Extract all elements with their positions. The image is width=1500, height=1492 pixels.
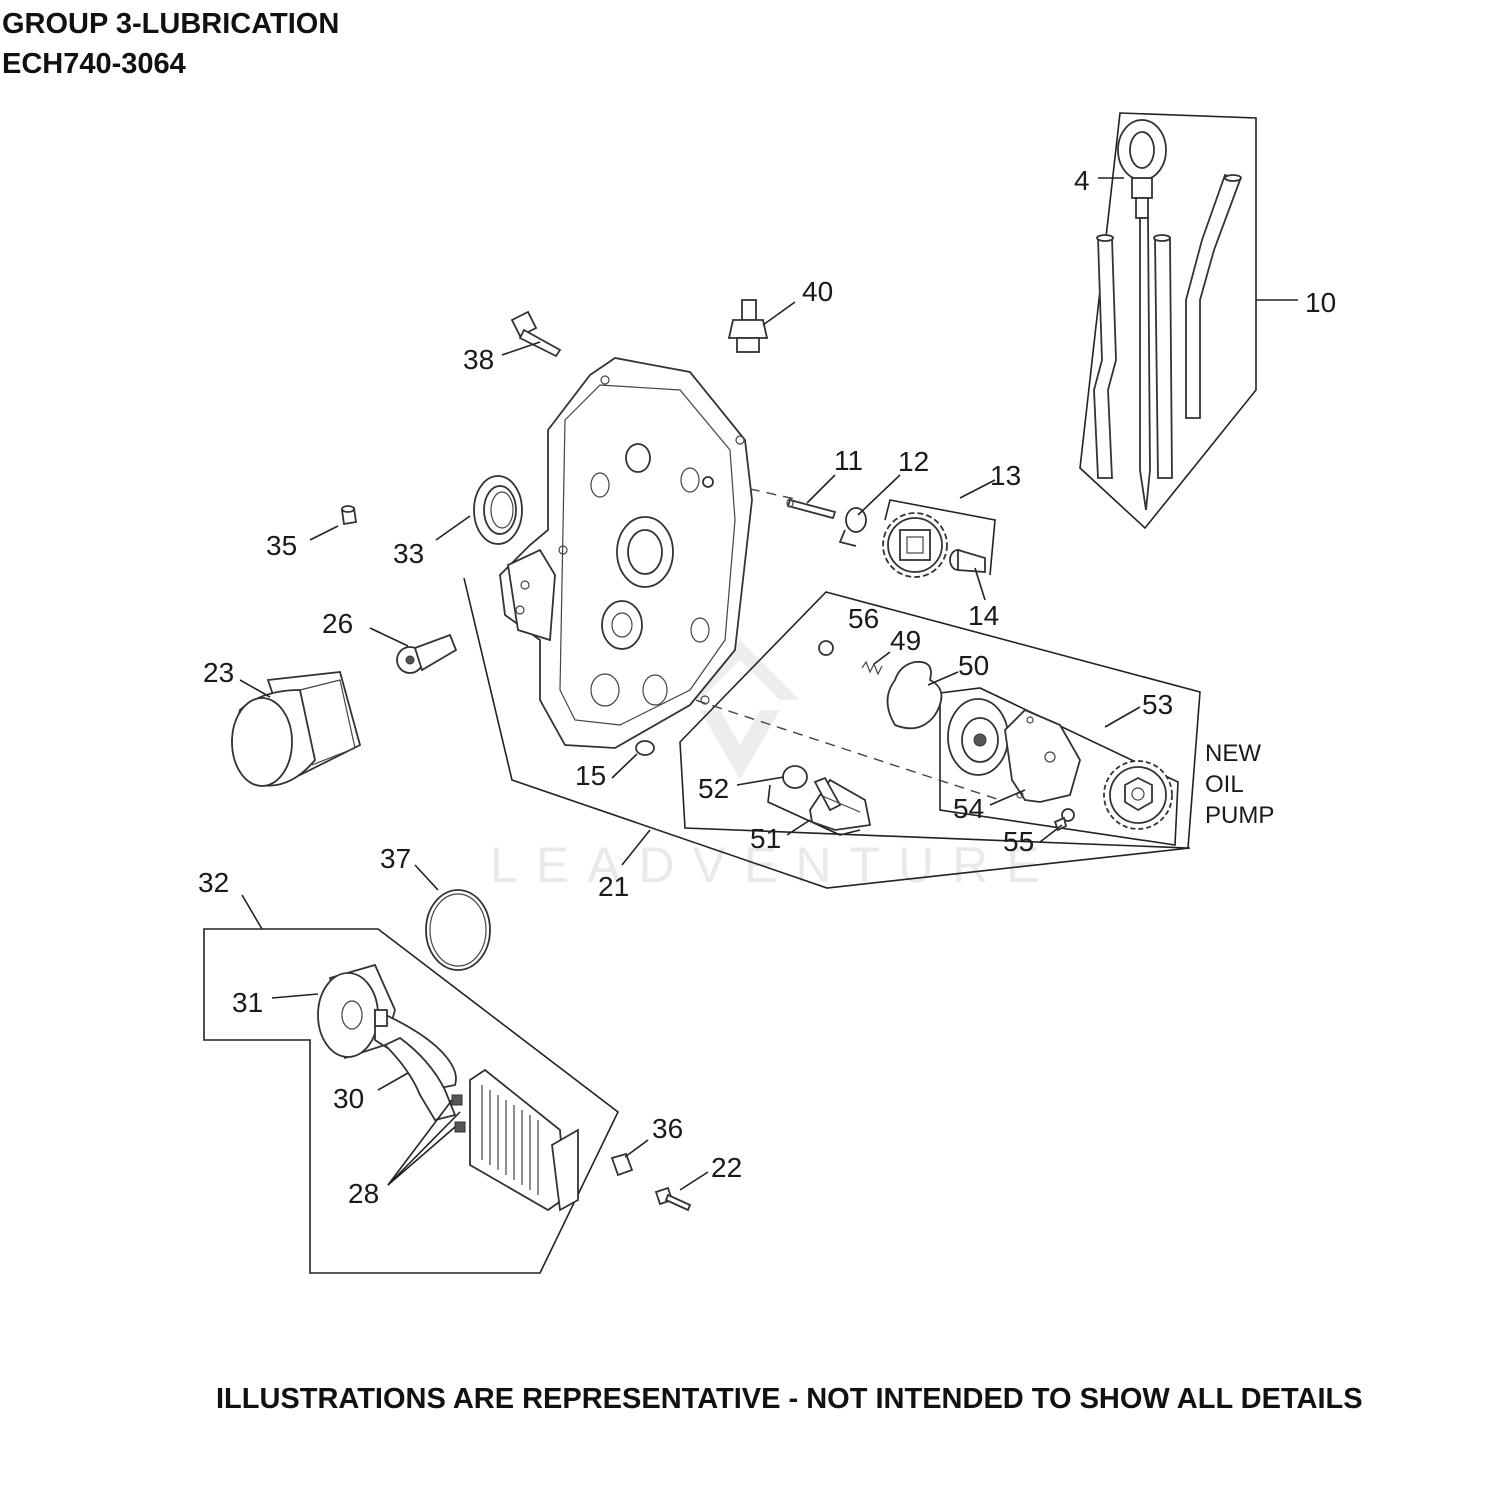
- retaining-clip-part: [838, 507, 867, 547]
- callout-26: 26: [322, 608, 353, 639]
- watermark-text: LEADVENTURE: [490, 837, 1058, 893]
- pump-cover-part: [1004, 708, 1081, 803]
- oil-pressure-switch-part: [727, 299, 769, 353]
- bracket-13: [884, 499, 996, 576]
- oil-filter-part: [231, 671, 362, 787]
- pump-screw-part: [1053, 808, 1075, 832]
- model-number: ECH740-3064: [2, 48, 186, 80]
- callout-55: 55: [1003, 826, 1034, 857]
- oil-filter-adapter-bolt-part: [396, 633, 458, 674]
- callout-11: 11: [834, 445, 863, 476]
- callout-10: 10: [1305, 287, 1336, 318]
- assembly-axis-line: [679, 694, 1001, 801]
- callout-32: 32: [198, 867, 229, 898]
- watermark-logo: [680, 640, 800, 780]
- closure-plate-part: [499, 357, 753, 749]
- callout-36: 36: [652, 1113, 683, 1144]
- bolt-38-part: [510, 310, 562, 358]
- callout-21: 21: [598, 871, 629, 902]
- callout-54: 54: [953, 793, 984, 824]
- callout-33: 33: [393, 538, 424, 569]
- group-outline-oil-pump: [679, 591, 1201, 849]
- callout-15: 15: [575, 760, 606, 791]
- callout-28: 28: [348, 1178, 379, 1209]
- callout-40: 40: [802, 276, 833, 307]
- oil-pump-shaft-part: [786, 498, 837, 520]
- callout-56: 56: [848, 603, 879, 634]
- oil-pickup-part: [809, 776, 872, 831]
- dipstick-part: [1117, 119, 1167, 511]
- callout-51: 51: [750, 823, 781, 854]
- callout-37: 37: [380, 843, 411, 874]
- callout-49: 49: [890, 625, 921, 656]
- bracket-51: [767, 784, 861, 836]
- callout-53: 53: [1142, 689, 1173, 720]
- pump-pin-part: [949, 548, 986, 573]
- callout-12: 12: [898, 446, 929, 477]
- note-pump: PUMP: [1205, 802, 1274, 829]
- oil-pump-gear-part: [882, 512, 948, 578]
- cooler-hose-part: [374, 1008, 457, 1122]
- group-outline-dipstick: [1079, 112, 1257, 530]
- o-ring-52-part: [782, 765, 808, 789]
- oil-cooler-part: [469, 1068, 579, 1212]
- callout-14: 14: [968, 600, 999, 631]
- dowel-pin-part: [340, 505, 358, 526]
- dipstick-tube-part: [1093, 173, 1242, 479]
- callout-52: 52: [698, 773, 729, 804]
- check-ball-part: [818, 640, 834, 656]
- cooler-screw-part: [654, 1186, 692, 1212]
- group-outline-crankcase-cover: [463, 577, 1191, 889]
- oil-seal-part: [473, 475, 523, 545]
- callout-50: 50: [958, 650, 989, 681]
- callout-38: 38: [463, 344, 494, 375]
- leader-lines: [239, 177, 1298, 1191]
- callout-13: 13: [990, 460, 1021, 491]
- callout-35: 35: [266, 530, 297, 561]
- callout-23: 23: [203, 657, 234, 688]
- callout-22: 22: [711, 1152, 742, 1183]
- o-ring-15-part: [635, 740, 655, 756]
- disclaimer-text: ILLUSTRATIONS ARE REPRESENTATIVE - NOT I…: [216, 1383, 1363, 1415]
- group-outline-pump-gear: [939, 687, 1179, 846]
- diagram-title: GROUP 3-LUBRICATION: [2, 8, 340, 40]
- callout-31: 31: [232, 987, 263, 1018]
- pump-drive-gear-part: [1103, 760, 1173, 830]
- cooler-o-ring-part: [425, 889, 491, 971]
- callout-30: 30: [333, 1083, 364, 1114]
- pump-rotor-part: [947, 698, 1009, 776]
- note-oil: OIL: [1205, 771, 1244, 798]
- clip-nut-part: [610, 1152, 634, 1177]
- callout-4: 4: [1074, 165, 1090, 196]
- relief-spring-part: [861, 660, 883, 676]
- note-new: NEW: [1205, 740, 1261, 767]
- group-outline-oil-cooler: [203, 928, 620, 1274]
- pump-gasket-part: [886, 660, 943, 730]
